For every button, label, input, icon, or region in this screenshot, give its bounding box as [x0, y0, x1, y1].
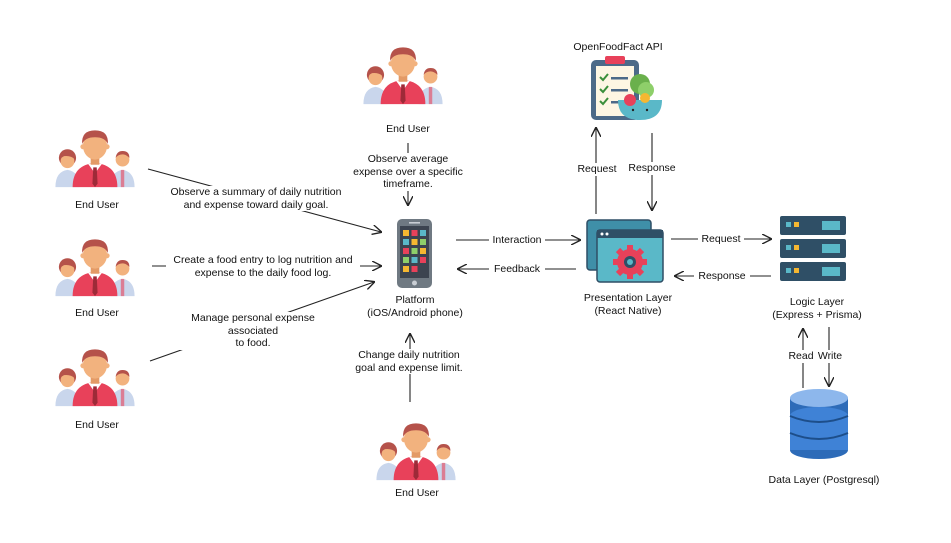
edge-label-create-entry: Create a food entry to log nutrition and…	[166, 254, 360, 279]
gear-window-icon	[586, 219, 664, 283]
node-label-logic: Logic Layer (Express + Prisma)	[772, 296, 862, 321]
server-rack-icon	[780, 216, 846, 281]
edge-label-read: Read	[786, 350, 816, 363]
user-group-icon-bottom	[376, 423, 456, 481]
edge-label-interaction: Interaction	[489, 234, 545, 247]
edge-label-observe-summary: Observe a summary of daily nutrition and…	[161, 186, 351, 211]
user-group-icon-left3	[55, 349, 135, 407]
edge-label-manage-expense: Manage personal expense associated to fo…	[165, 312, 341, 350]
smartphone-icon	[397, 219, 432, 288]
node-label-user-left3: End User	[75, 419, 119, 431]
database-icon	[789, 389, 849, 459]
clipboard-food-icon	[591, 56, 662, 120]
user-group-icon-left2	[55, 239, 135, 297]
edge-label-api-response: Response	[625, 162, 679, 175]
user-group-icon-left1	[55, 130, 135, 188]
edge-label-observe-average: Observe average expense over a specific …	[346, 153, 470, 191]
node-label-api: OpenFoodFact API	[573, 41, 663, 53]
edge-label-api-request: Request	[574, 163, 620, 176]
node-label-data: Data Layer (Postgresql)	[768, 474, 880, 486]
node-label-presentation: Presentation Layer (React Native)	[583, 292, 673, 317]
node-label-user-left1: End User	[75, 199, 119, 211]
node-label-user-left2: End User	[75, 307, 119, 319]
edge-label-change-goal: Change daily nutrition goal and expense …	[347, 349, 471, 374]
edge-label-write: Write	[815, 350, 845, 363]
user-group-icon-top	[363, 47, 443, 105]
node-label-user-bottom: End User	[395, 487, 439, 499]
edge-label-logic-response: Response	[694, 270, 750, 283]
node-label-platform: Platform (iOS/Android phone)	[367, 294, 463, 319]
edge-label-feedback: Feedback	[489, 263, 545, 276]
edge-label-logic-request: Request	[698, 233, 744, 246]
node-label-user-top: End User	[386, 123, 430, 135]
